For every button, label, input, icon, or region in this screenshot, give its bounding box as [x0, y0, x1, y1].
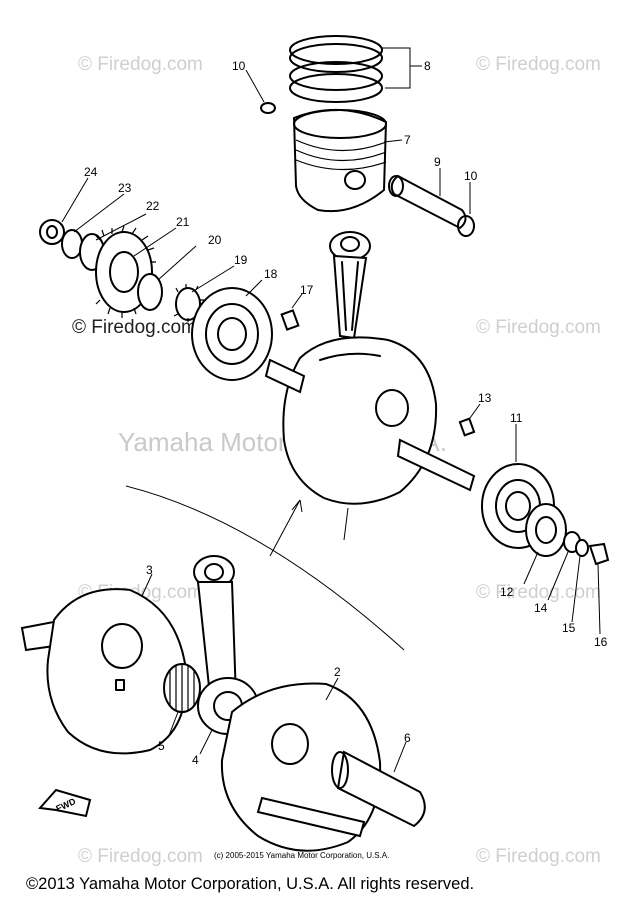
callout-7: 7: [404, 133, 411, 147]
circlip-right: [457, 215, 475, 237]
watermark-dark: © Firedog.com: [72, 317, 197, 338]
leader-13: [469, 403, 481, 419]
fwd-arrow: FWD: [37, 788, 92, 818]
nut-16: [588, 542, 610, 566]
callout-10-left: 10: [232, 59, 246, 73]
seal-12: [523, 503, 567, 585]
callout-3: 3: [146, 563, 153, 577]
crank-half-2: [220, 677, 382, 852]
callout-4: 4: [192, 753, 199, 767]
piston-rings: [289, 35, 422, 103]
footer-copyright: ©2013 Yamaha Motor Corporation, U.S.A. A…: [26, 875, 474, 893]
circlip-left: [260, 102, 276, 114]
callout-14: 14: [534, 601, 548, 615]
callout-11: 11: [510, 411, 523, 425]
watermark-3: © Firedog.com: [476, 317, 601, 338]
callout-numbers: 24 23 22 21 20 19 18 17 10 8 7 9 10 13 1…: [84, 59, 608, 767]
callout-12: 12: [500, 585, 514, 599]
callout-8: 8: [424, 59, 431, 73]
callout-9: 9: [434, 155, 441, 169]
leader-10-left: [245, 69, 265, 103]
bearing-5: [163, 663, 201, 739]
inner-copyright: (c) 2005-2015 Yamaha Motor Corporation, …: [214, 851, 389, 860]
watermark-7: © Firedog.com: [476, 846, 601, 867]
watermark-2: © Firedog.com: [476, 54, 601, 75]
callout-10-right: 10: [464, 169, 478, 183]
callout-16: 16: [594, 635, 608, 649]
callout-19: 19: [234, 253, 248, 267]
watermark-4: © Firedog.com: [476, 582, 601, 603]
callout-23: 23: [118, 181, 132, 195]
callout-18: 18: [264, 267, 278, 281]
key-17: [280, 293, 303, 331]
assembly-bracket: [125, 485, 405, 651]
callout-15: 15: [562, 621, 576, 635]
callout-24: 24: [84, 165, 98, 179]
watermark-1: © Firedog.com: [78, 54, 203, 75]
crank-half-3: [20, 573, 188, 755]
washer-15: [575, 539, 589, 557]
gear-stack: [39, 177, 235, 322]
connecting-rod-upper: [329, 231, 371, 340]
callout-13: 13: [478, 391, 492, 405]
callout-17: 17: [300, 283, 314, 297]
callout-20: 20: [208, 233, 222, 247]
callout-21: 21: [176, 215, 190, 229]
leader-16: [597, 563, 601, 635]
key-13: [458, 417, 476, 437]
leader-15: [571, 555, 581, 623]
leader-14: [547, 551, 569, 601]
crank-pin-6: [331, 741, 426, 828]
callout-5: 5: [158, 739, 165, 753]
watermark-6: © Firedog.com: [78, 846, 203, 867]
bearing-18: [191, 279, 273, 381]
crank-web-upper: [264, 336, 476, 541]
piston: [292, 109, 403, 213]
callout-6: 6: [404, 731, 411, 745]
piston-pin: [388, 168, 467, 230]
callout-2: 2: [334, 665, 341, 679]
callout-22: 22: [146, 199, 160, 213]
